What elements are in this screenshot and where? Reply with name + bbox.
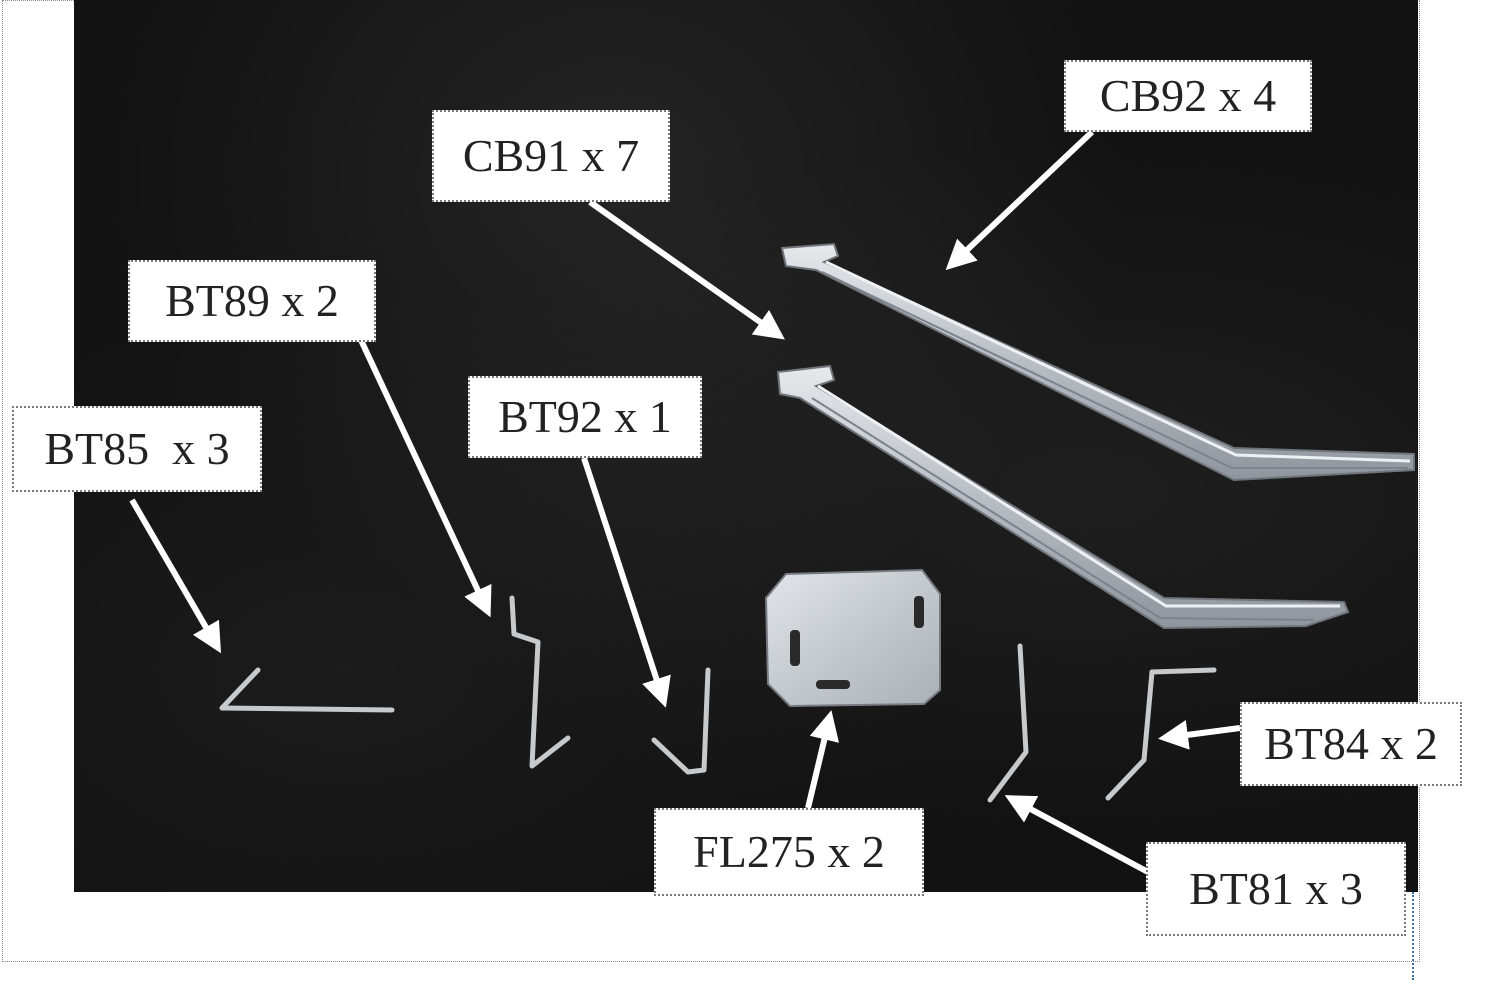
bt84-label: BT84 x 2 [1240, 702, 1462, 786]
cb92-channel-part [780, 242, 1415, 482]
bt81-bracket-part [987, 643, 1029, 803]
bt84-bracket-part [1105, 667, 1217, 801]
cb92-label: CB92 x 4 [1064, 60, 1312, 132]
cb91-arrow [588, 199, 785, 340]
bt89-arrow [357, 336, 492, 618]
parts-illustration [219, 242, 1415, 803]
bt85-bracket-part [219, 667, 395, 713]
cb91-label: CB91 x 7 [432, 110, 670, 202]
fl275-label: FL275 x 2 [654, 808, 924, 896]
bt81-label: BT81 x 3 [1146, 842, 1406, 936]
bt89-label: BT89 x 2 [128, 260, 376, 342]
bt85-arrow [129, 498, 222, 654]
parts-photo [74, 0, 1418, 892]
fl275-arrow [805, 710, 840, 809]
bt81-arrow [1004, 795, 1150, 875]
bt92-label: BT92 x 1 [468, 376, 702, 458]
bt84-arrow [1158, 719, 1241, 750]
bt89-bracket-part [509, 595, 571, 769]
bt85-label: BT85 x 3 [12, 406, 262, 492]
cb92-arrow [945, 129, 1095, 271]
bt92-arrow [581, 457, 671, 708]
text-cursor-marker [1412, 892, 1414, 980]
bt92-bracket-part [651, 667, 711, 775]
fl275-plate-part [764, 568, 941, 708]
cb91-channel-part [776, 364, 1350, 630]
